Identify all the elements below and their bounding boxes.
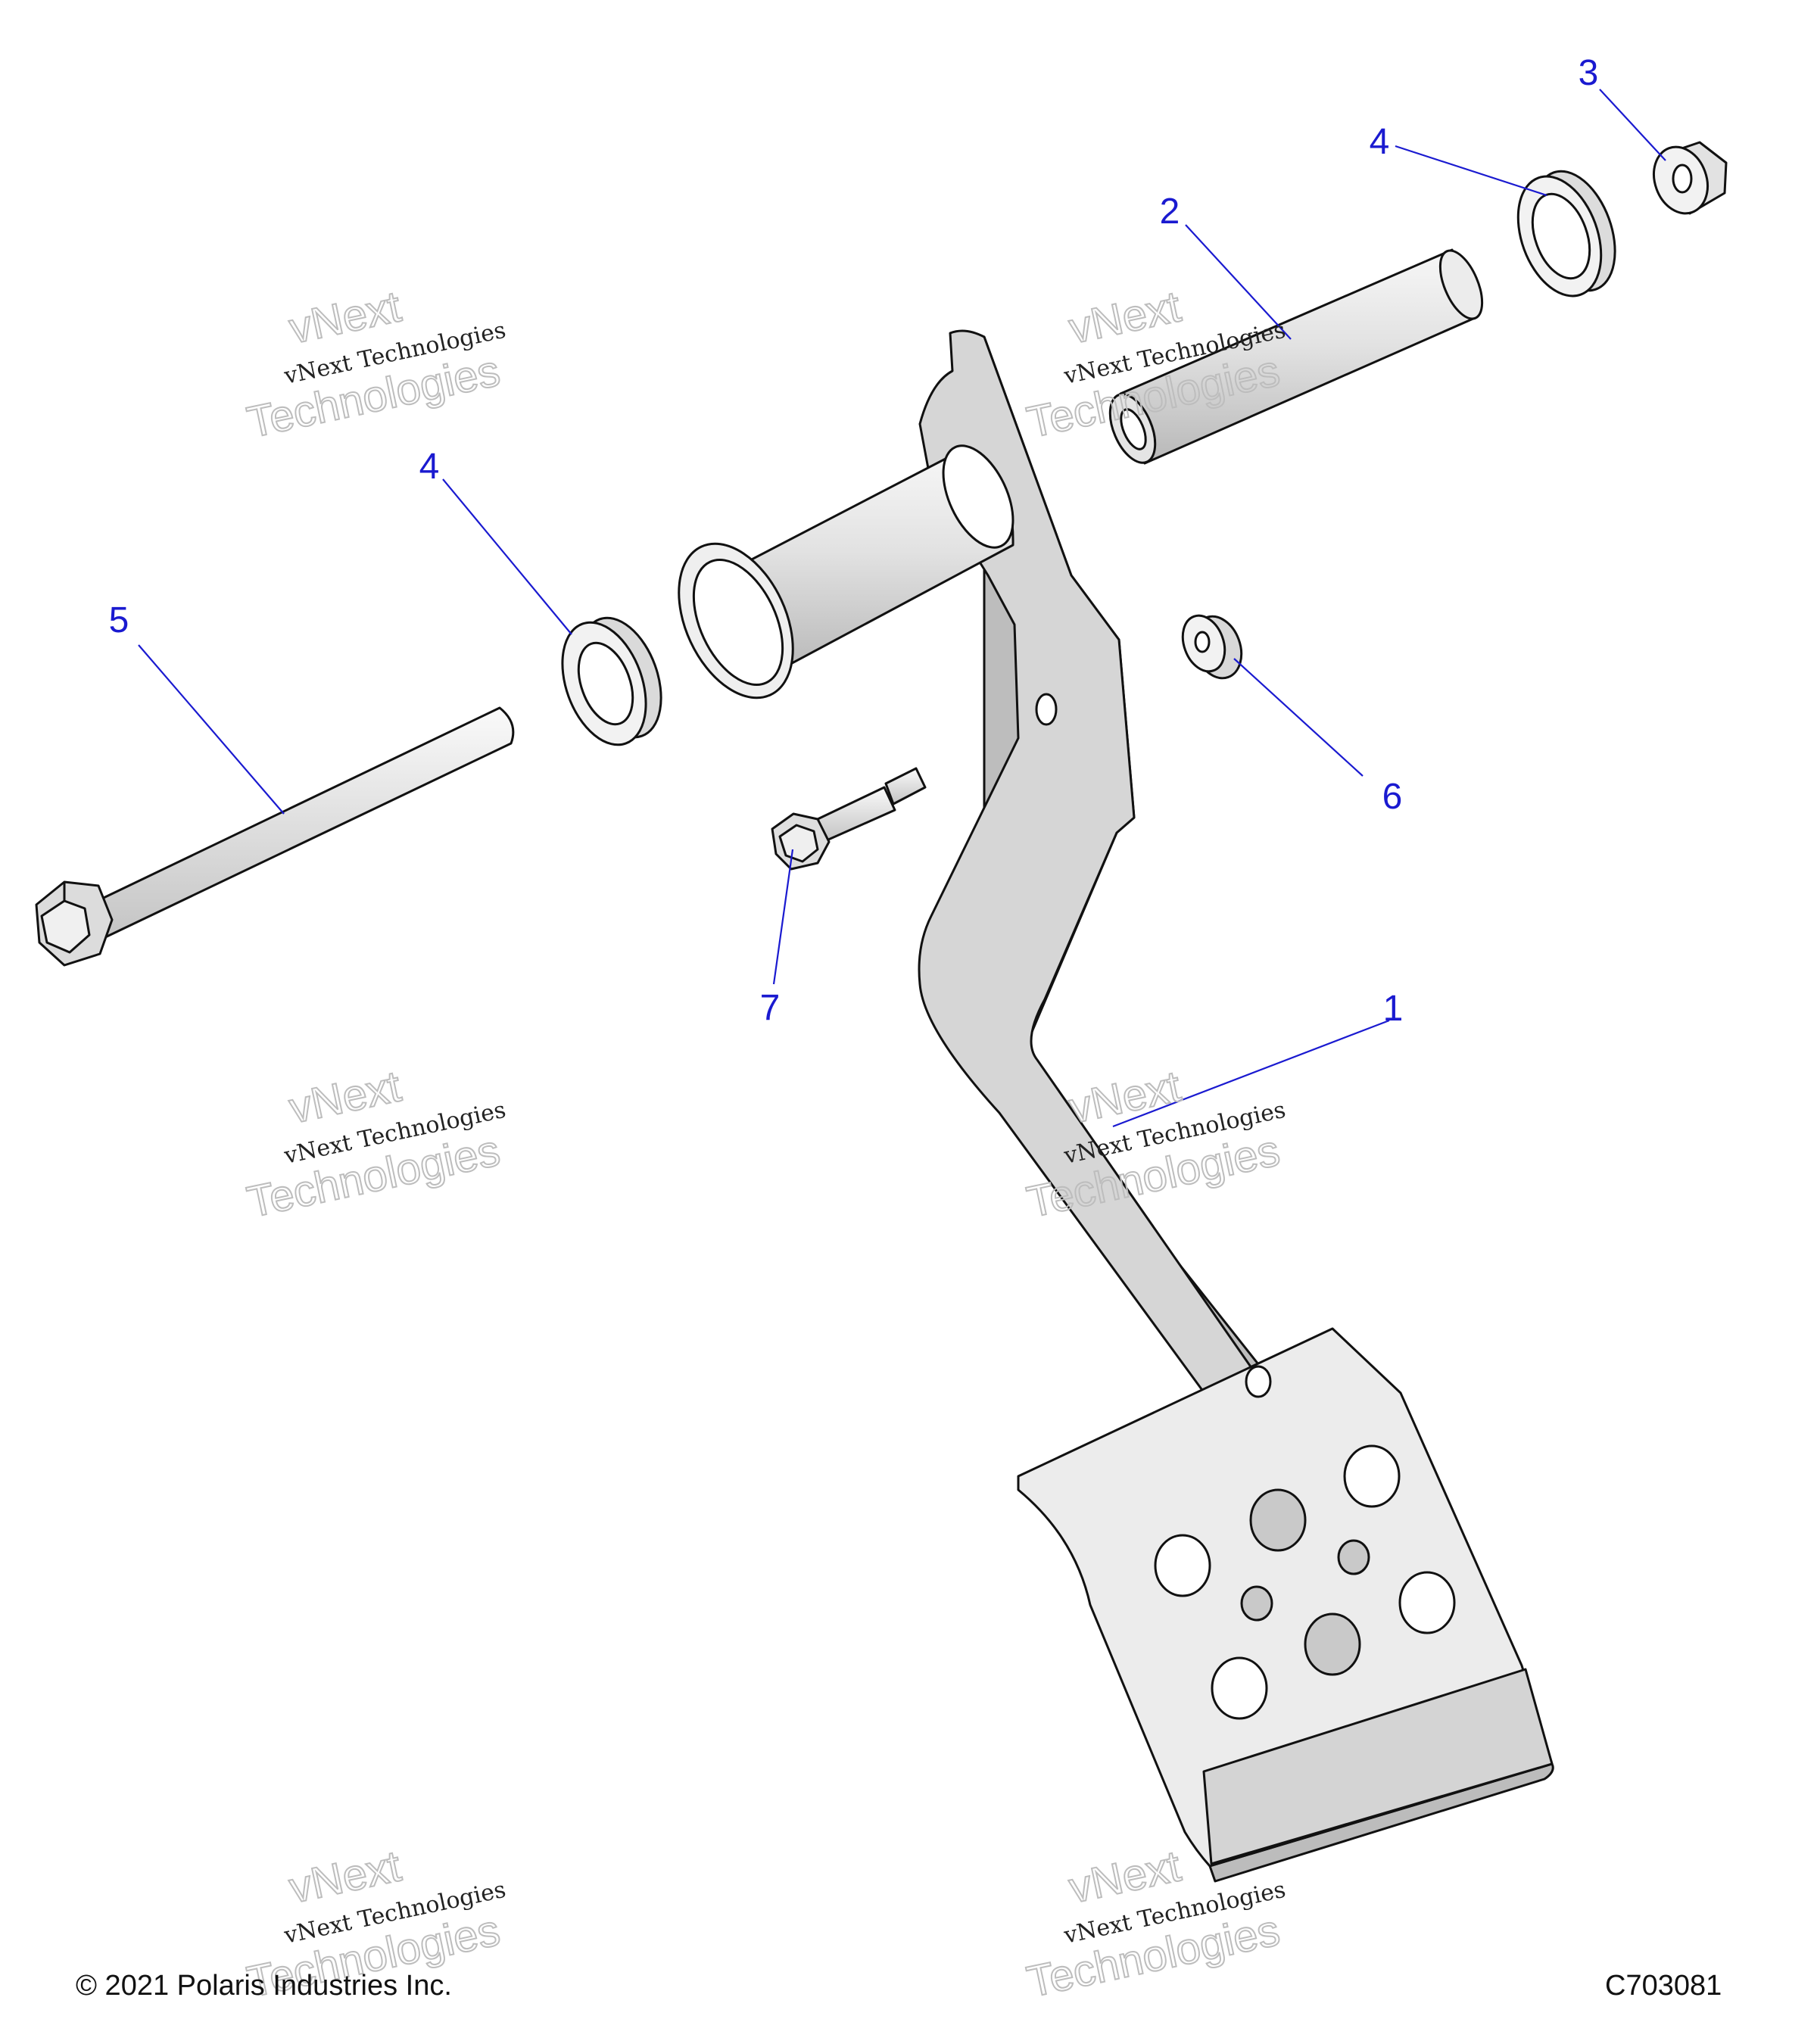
brake-pedal-arm bbox=[678, 329, 1554, 1883]
callout-7: 7 bbox=[760, 988, 781, 1028]
callout-6: 6 bbox=[1382, 777, 1403, 817]
callout-4-upper: 4 bbox=[1370, 122, 1390, 162]
pivot-sleeve bbox=[1108, 248, 1484, 465]
flange-nut bbox=[1653, 141, 1728, 215]
callout-leaders bbox=[138, 89, 1666, 1128]
watermark-1: vNext vNext Technologies Technologies bbox=[242, 281, 508, 448]
flanged-bushing-upper bbox=[1516, 170, 1616, 298]
callout-4-lower: 4 bbox=[419, 447, 440, 487]
watermark-3: vNext vNext Technologies Technologies bbox=[242, 1061, 508, 1228]
watermark-2: vNext vNext Technologies Technologies bbox=[1022, 281, 1288, 448]
callout-2: 2 bbox=[1160, 192, 1180, 232]
callout-3: 3 bbox=[1579, 53, 1599, 93]
shoulder-bolt bbox=[771, 767, 927, 871]
rubber-grommet bbox=[1181, 614, 1243, 680]
hex-bolt bbox=[35, 706, 515, 967]
callout-labels: 1 2 3 4 4 5 6 7 bbox=[109, 53, 1599, 1029]
flanged-bushing-lower bbox=[561, 616, 662, 746]
pedal-pad-holes bbox=[1154, 1444, 1456, 1720]
callout-1: 1 bbox=[1383, 989, 1404, 1029]
copyright-notice: © 2021 Polaris Industries Inc. bbox=[76, 1970, 452, 2002]
figure-id: C703081 bbox=[1605, 1970, 1722, 2002]
callout-5: 5 bbox=[109, 600, 129, 640]
